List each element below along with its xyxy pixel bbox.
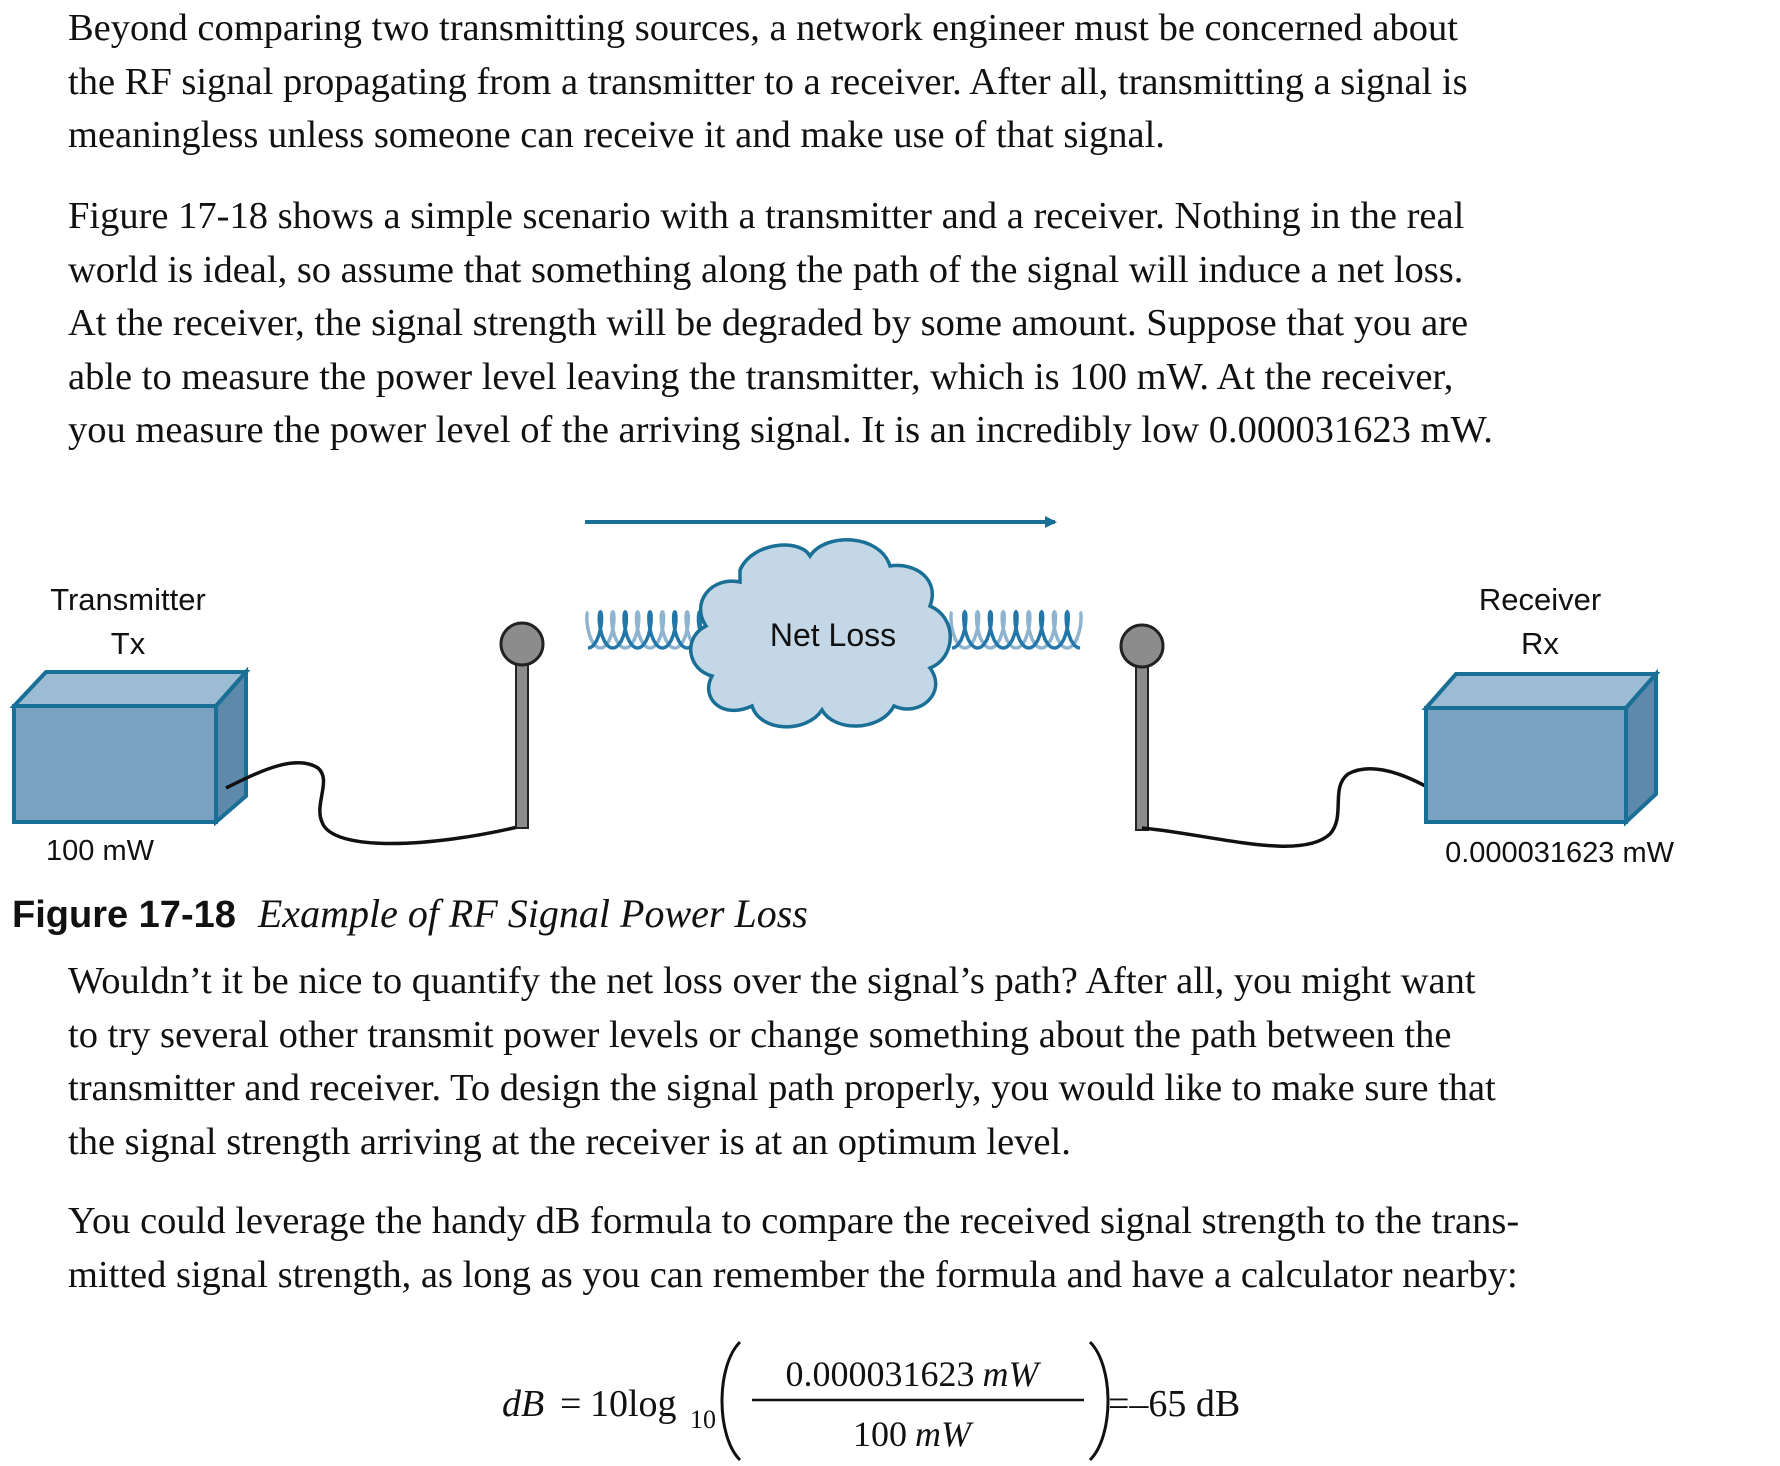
net-loss-cloud-icon	[689, 538, 952, 729]
signal-wave-right-icon	[949, 609, 1083, 650]
formula-log-base: 10	[690, 1405, 716, 1434]
signal-wave-left-icon	[585, 609, 715, 650]
paragraph-line: Figure 17-18 shows a simple scenario wit…	[68, 195, 1465, 237]
figure-rf-signal-loss: Transmitter Tx 100 mW Net Loss Receiver …	[9, 516, 1675, 869]
paragraph-line: mitted signal strength, as long as you c…	[68, 1253, 1518, 1296]
transmitter-power: 100 mW	[46, 835, 155, 867]
receiver-antenna-icon	[1119, 623, 1165, 831]
transmitter-box	[9, 666, 251, 827]
transmitter-cable	[225, 760, 523, 846]
paragraph-line: the RF signal propagating from a transmi…	[68, 60, 1468, 103]
transmitter-label: Transmitter	[50, 582, 206, 617]
transmitter-abbr: Tx	[111, 626, 146, 661]
figure-caption: Figure 17-18 Example of RF Signal Power L…	[12, 890, 808, 937]
paragraph-intro: Beyond comparing two transmitting source…	[68, 2, 1748, 163]
paragraph-line: world is ideal, so assume that something…	[68, 248, 1464, 291]
paragraph-formula-intro: You could leverage the handy dB formula …	[68, 1195, 1748, 1302]
figure-number: Figure 17-18	[12, 894, 236, 936]
paragraph-line: you measure the power level of the arriv…	[68, 409, 1493, 451]
receiver-box	[1421, 668, 1661, 827]
formula-lhs: dB	[502, 1383, 544, 1425]
paragraph-line: the signal strength arriving at the rece…	[68, 1120, 1071, 1163]
formula-left-paren	[720, 1340, 742, 1462]
paragraph-line: Beyond comparing two transmitting source…	[68, 7, 1458, 49]
transmitter-antenna-icon	[499, 621, 545, 829]
receiver-abbr: Rx	[1521, 626, 1559, 661]
figure-title: Example of RF Signal Power Loss	[257, 891, 808, 936]
paragraph-line: You could leverage the handy dB formula …	[68, 1200, 1520, 1242]
formula-result: =–65 dB	[1108, 1383, 1240, 1425]
paragraph-line: able to measure the power level leaving …	[68, 355, 1454, 398]
paragraph-line: Wouldn’t it be nice to quantify the net …	[68, 960, 1476, 1002]
paragraph-line: transmitter and receiver. To design the …	[68, 1067, 1496, 1109]
receiver-label: Receiver	[1479, 582, 1601, 617]
formula-coefficient: 10log	[590, 1383, 677, 1425]
paragraph-scenario: Figure 17-18 shows a simple scenario wit…	[68, 190, 1748, 458]
paragraph-line: At the receiver, the signal strength wil…	[68, 302, 1469, 344]
net-loss-label: Net Loss	[770, 617, 896, 653]
formula-right-paren	[1088, 1340, 1110, 1462]
signal-wave-right-icon	[951, 609, 1081, 650]
paragraph-line: to try several other transmit power leve…	[68, 1013, 1452, 1056]
receiver-cable	[1141, 767, 1437, 848]
formula-equals: =	[560, 1383, 581, 1425]
receiver-power: 0.000031623 mW	[1445, 837, 1675, 869]
paragraph-quantify: Wouldn’t it be nice to quantify the net …	[68, 955, 1748, 1169]
paragraph-line: meaningless unless someone can receive i…	[68, 114, 1165, 156]
